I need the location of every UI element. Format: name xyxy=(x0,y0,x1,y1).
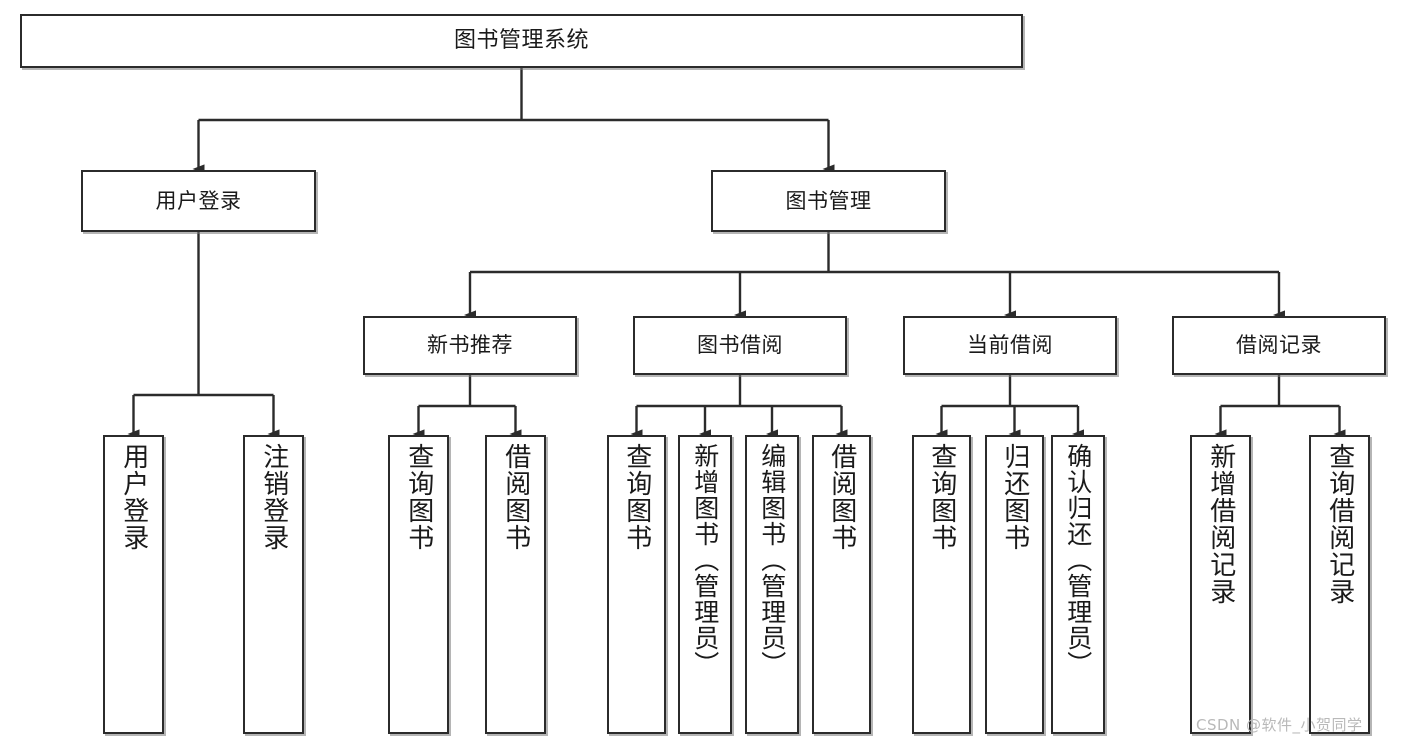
node-label: 查询图书 xyxy=(621,443,652,551)
node-label: 图书借阅 xyxy=(697,333,783,358)
node-leaf-query-book-rec: 查询图书 xyxy=(388,435,449,734)
node-label: 当前借阅 xyxy=(967,333,1053,358)
node-label: 查询图书 xyxy=(403,443,434,551)
node-label: 确认归还（管理员） xyxy=(1063,443,1093,677)
node-borrow-record: 借阅记录 xyxy=(1172,316,1386,375)
node-leaf-confirm-return: 确认归还（管理员） xyxy=(1051,435,1105,734)
node-label: 借阅图书 xyxy=(500,443,531,551)
node-leaf-user-login: 用户登录 xyxy=(103,435,164,734)
node-label: 注销登录 xyxy=(258,443,289,551)
node-label: 查询借阅记录 xyxy=(1324,443,1355,605)
node-label: 编辑图书（管理员） xyxy=(757,443,787,677)
node-leaf-add-book: 新增图书（管理员） xyxy=(678,435,732,734)
node-label: 新增借阅记录 xyxy=(1205,443,1236,605)
node-book-borrow: 图书借阅 xyxy=(633,316,847,375)
node-label: 新书推荐 xyxy=(427,333,513,358)
node-label: 新增图书（管理员） xyxy=(690,443,720,677)
node-leaf-query-record: 查询借阅记录 xyxy=(1309,435,1370,734)
node-label: 查询图书 xyxy=(926,443,957,551)
node-leaf-return-book: 归还图书 xyxy=(985,435,1044,734)
node-label: 用户登录 xyxy=(118,443,149,551)
node-label: 归还图书 xyxy=(999,443,1030,551)
csdn-watermark: CSDN @软件_小贺同学 xyxy=(1196,716,1363,734)
node-label: 用户登录 xyxy=(155,188,242,213)
node-label: 图书管理系统 xyxy=(453,28,589,54)
node-leaf-query-book-cur: 查询图书 xyxy=(912,435,971,734)
node-current-borrow: 当前借阅 xyxy=(903,316,1117,375)
node-label: 图书管理 xyxy=(785,188,872,213)
node-book-manage: 图书管理 xyxy=(711,170,946,232)
node-leaf-borrow-book: 借阅图书 xyxy=(812,435,871,734)
node-leaf-add-record: 新增借阅记录 xyxy=(1190,435,1251,734)
node-leaf-borrow-book-rec: 借阅图书 xyxy=(485,435,546,734)
node-new-book-rec: 新书推荐 xyxy=(363,316,577,375)
node-leaf-query-book-borrow: 查询图书 xyxy=(607,435,666,734)
node-label: 借阅图书 xyxy=(826,443,857,551)
node-leaf-user-logout: 注销登录 xyxy=(243,435,304,734)
node-leaf-edit-book: 编辑图书（管理员） xyxy=(745,435,799,734)
node-label: 借阅记录 xyxy=(1236,333,1322,358)
node-root: 图书管理系统 xyxy=(20,14,1023,68)
node-user-login: 用户登录 xyxy=(81,170,316,232)
